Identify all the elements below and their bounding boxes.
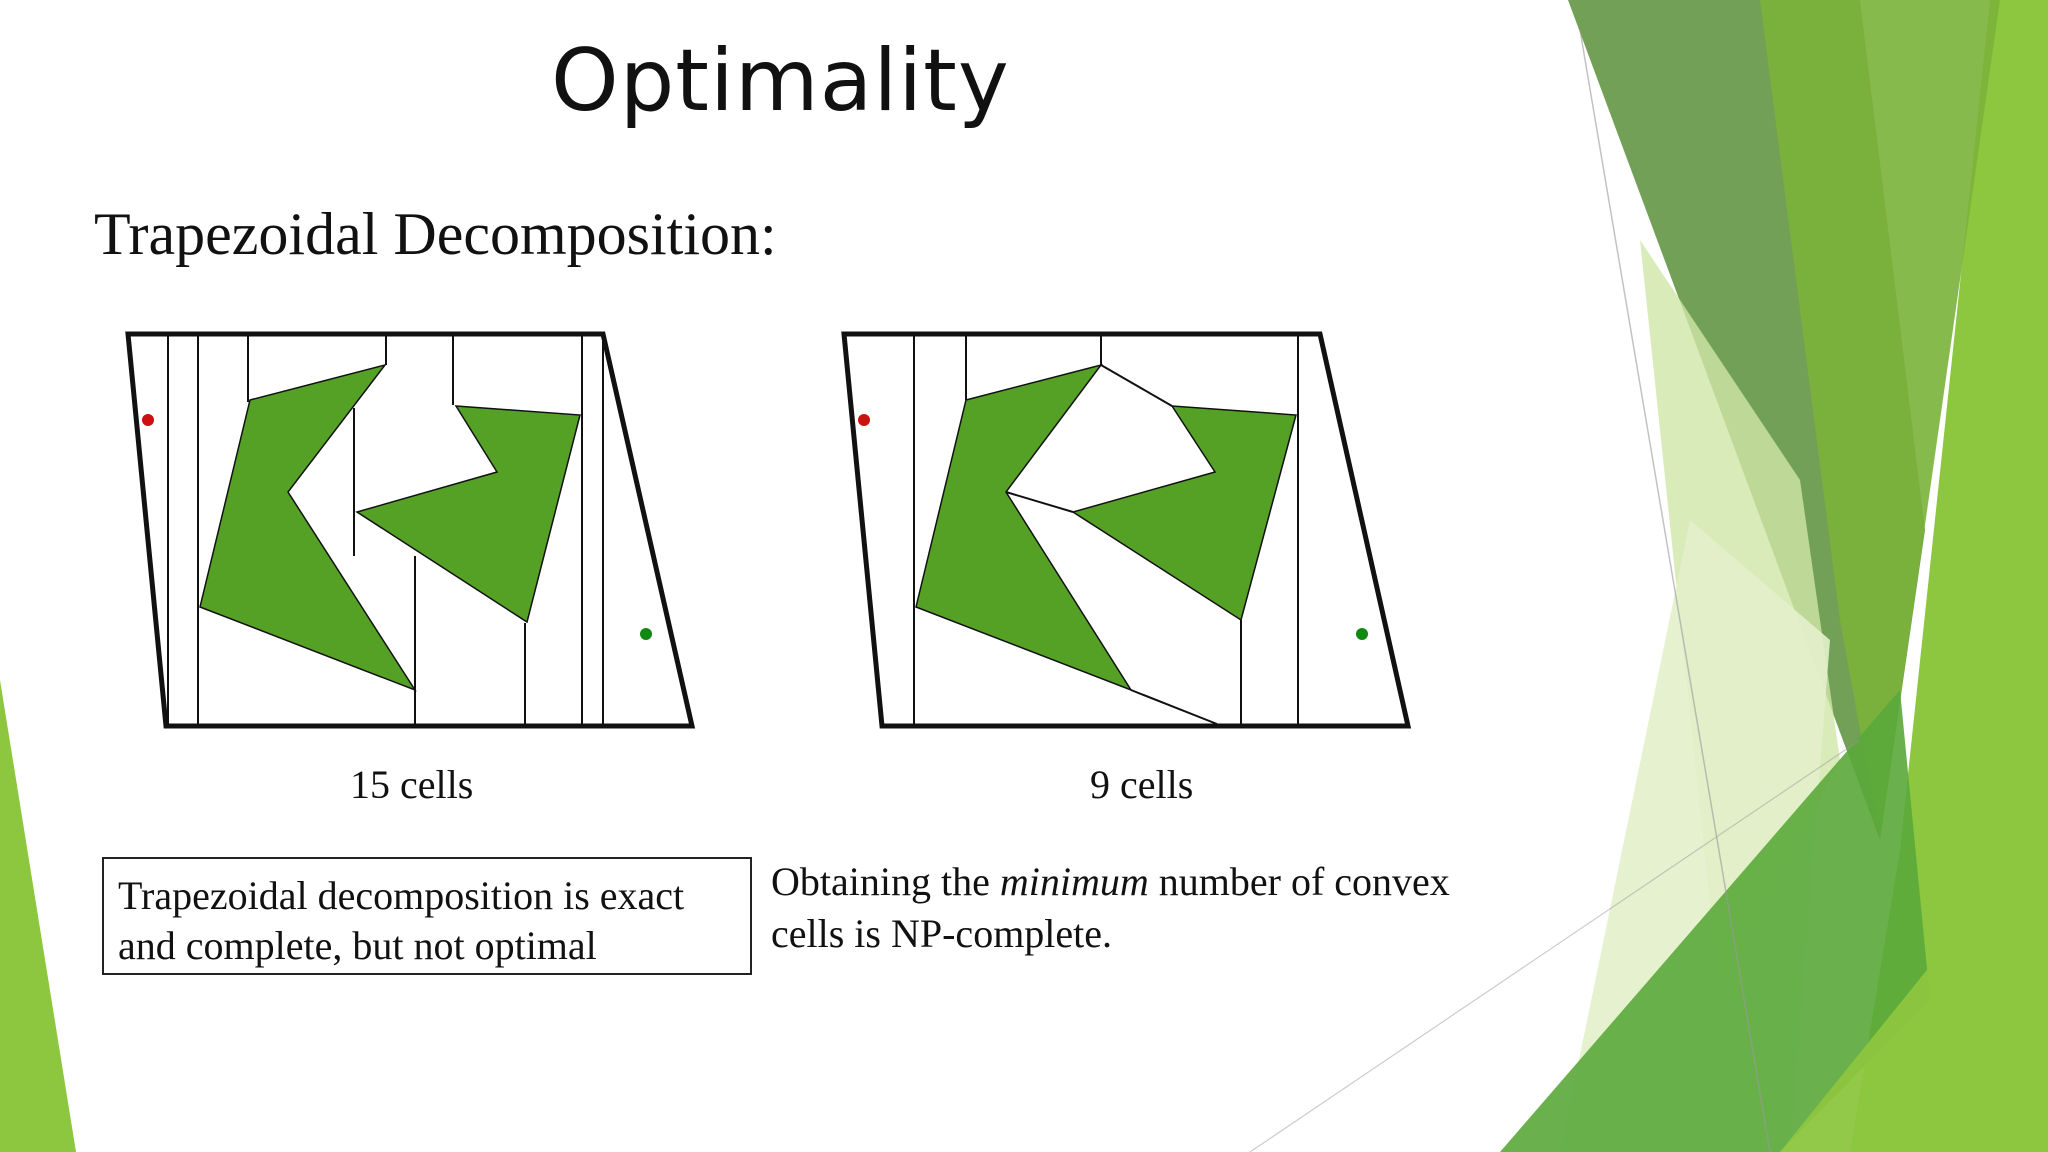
np-note-emphasis: minimum bbox=[999, 859, 1149, 904]
obstacle-right-1 bbox=[915, 363, 1133, 692]
decor-facet-mid bbox=[1760, 0, 2000, 840]
left-decomposition-diagram bbox=[125, 331, 696, 729]
right-decomposition-diagram bbox=[841, 331, 1412, 729]
start-point bbox=[858, 414, 870, 426]
decor-facet-bottom-right bbox=[1780, 820, 2048, 1152]
np-complete-note: Obtaining the minimum number of convex c… bbox=[771, 856, 1531, 960]
np-note-after: number of convex cells is NP-complete. bbox=[771, 859, 1450, 956]
divider-line bbox=[1130, 689, 1218, 725]
divider-line bbox=[1100, 364, 1173, 407]
left-diagram-caption: 15 cells bbox=[350, 762, 474, 807]
obstacle-right-2 bbox=[1071, 405, 1297, 622]
divider-line bbox=[1005, 491, 1074, 513]
obstacle-left-1 bbox=[199, 363, 417, 692]
slide-subtitle: Trapezoidal Decomposition: bbox=[94, 201, 777, 267]
decor-thin-line bbox=[1249, 739, 1861, 1152]
decor-facet-bottom-mid bbox=[1500, 690, 1930, 1152]
obstacle-left-2 bbox=[355, 405, 581, 624]
slide-title: Optimality bbox=[551, 31, 1010, 131]
goal-point bbox=[1356, 628, 1368, 640]
np-note-before: Obtaining the bbox=[771, 859, 1000, 904]
workspace-boundary-right bbox=[841, 331, 1412, 729]
start-point bbox=[142, 414, 154, 426]
right-cell-dividers bbox=[913, 336, 1299, 726]
left-cell-dividers bbox=[167, 336, 604, 726]
decor-facet-left-edge bbox=[0, 680, 76, 1152]
right-diagram-caption: 9 cells bbox=[1090, 762, 1194, 807]
decor-thin-line bbox=[1579, 29, 1771, 1152]
workspace-boundary-left bbox=[125, 331, 696, 729]
goal-point bbox=[640, 628, 652, 640]
note-box: Trapezoidal decomposition is exact and c… bbox=[102, 857, 752, 975]
